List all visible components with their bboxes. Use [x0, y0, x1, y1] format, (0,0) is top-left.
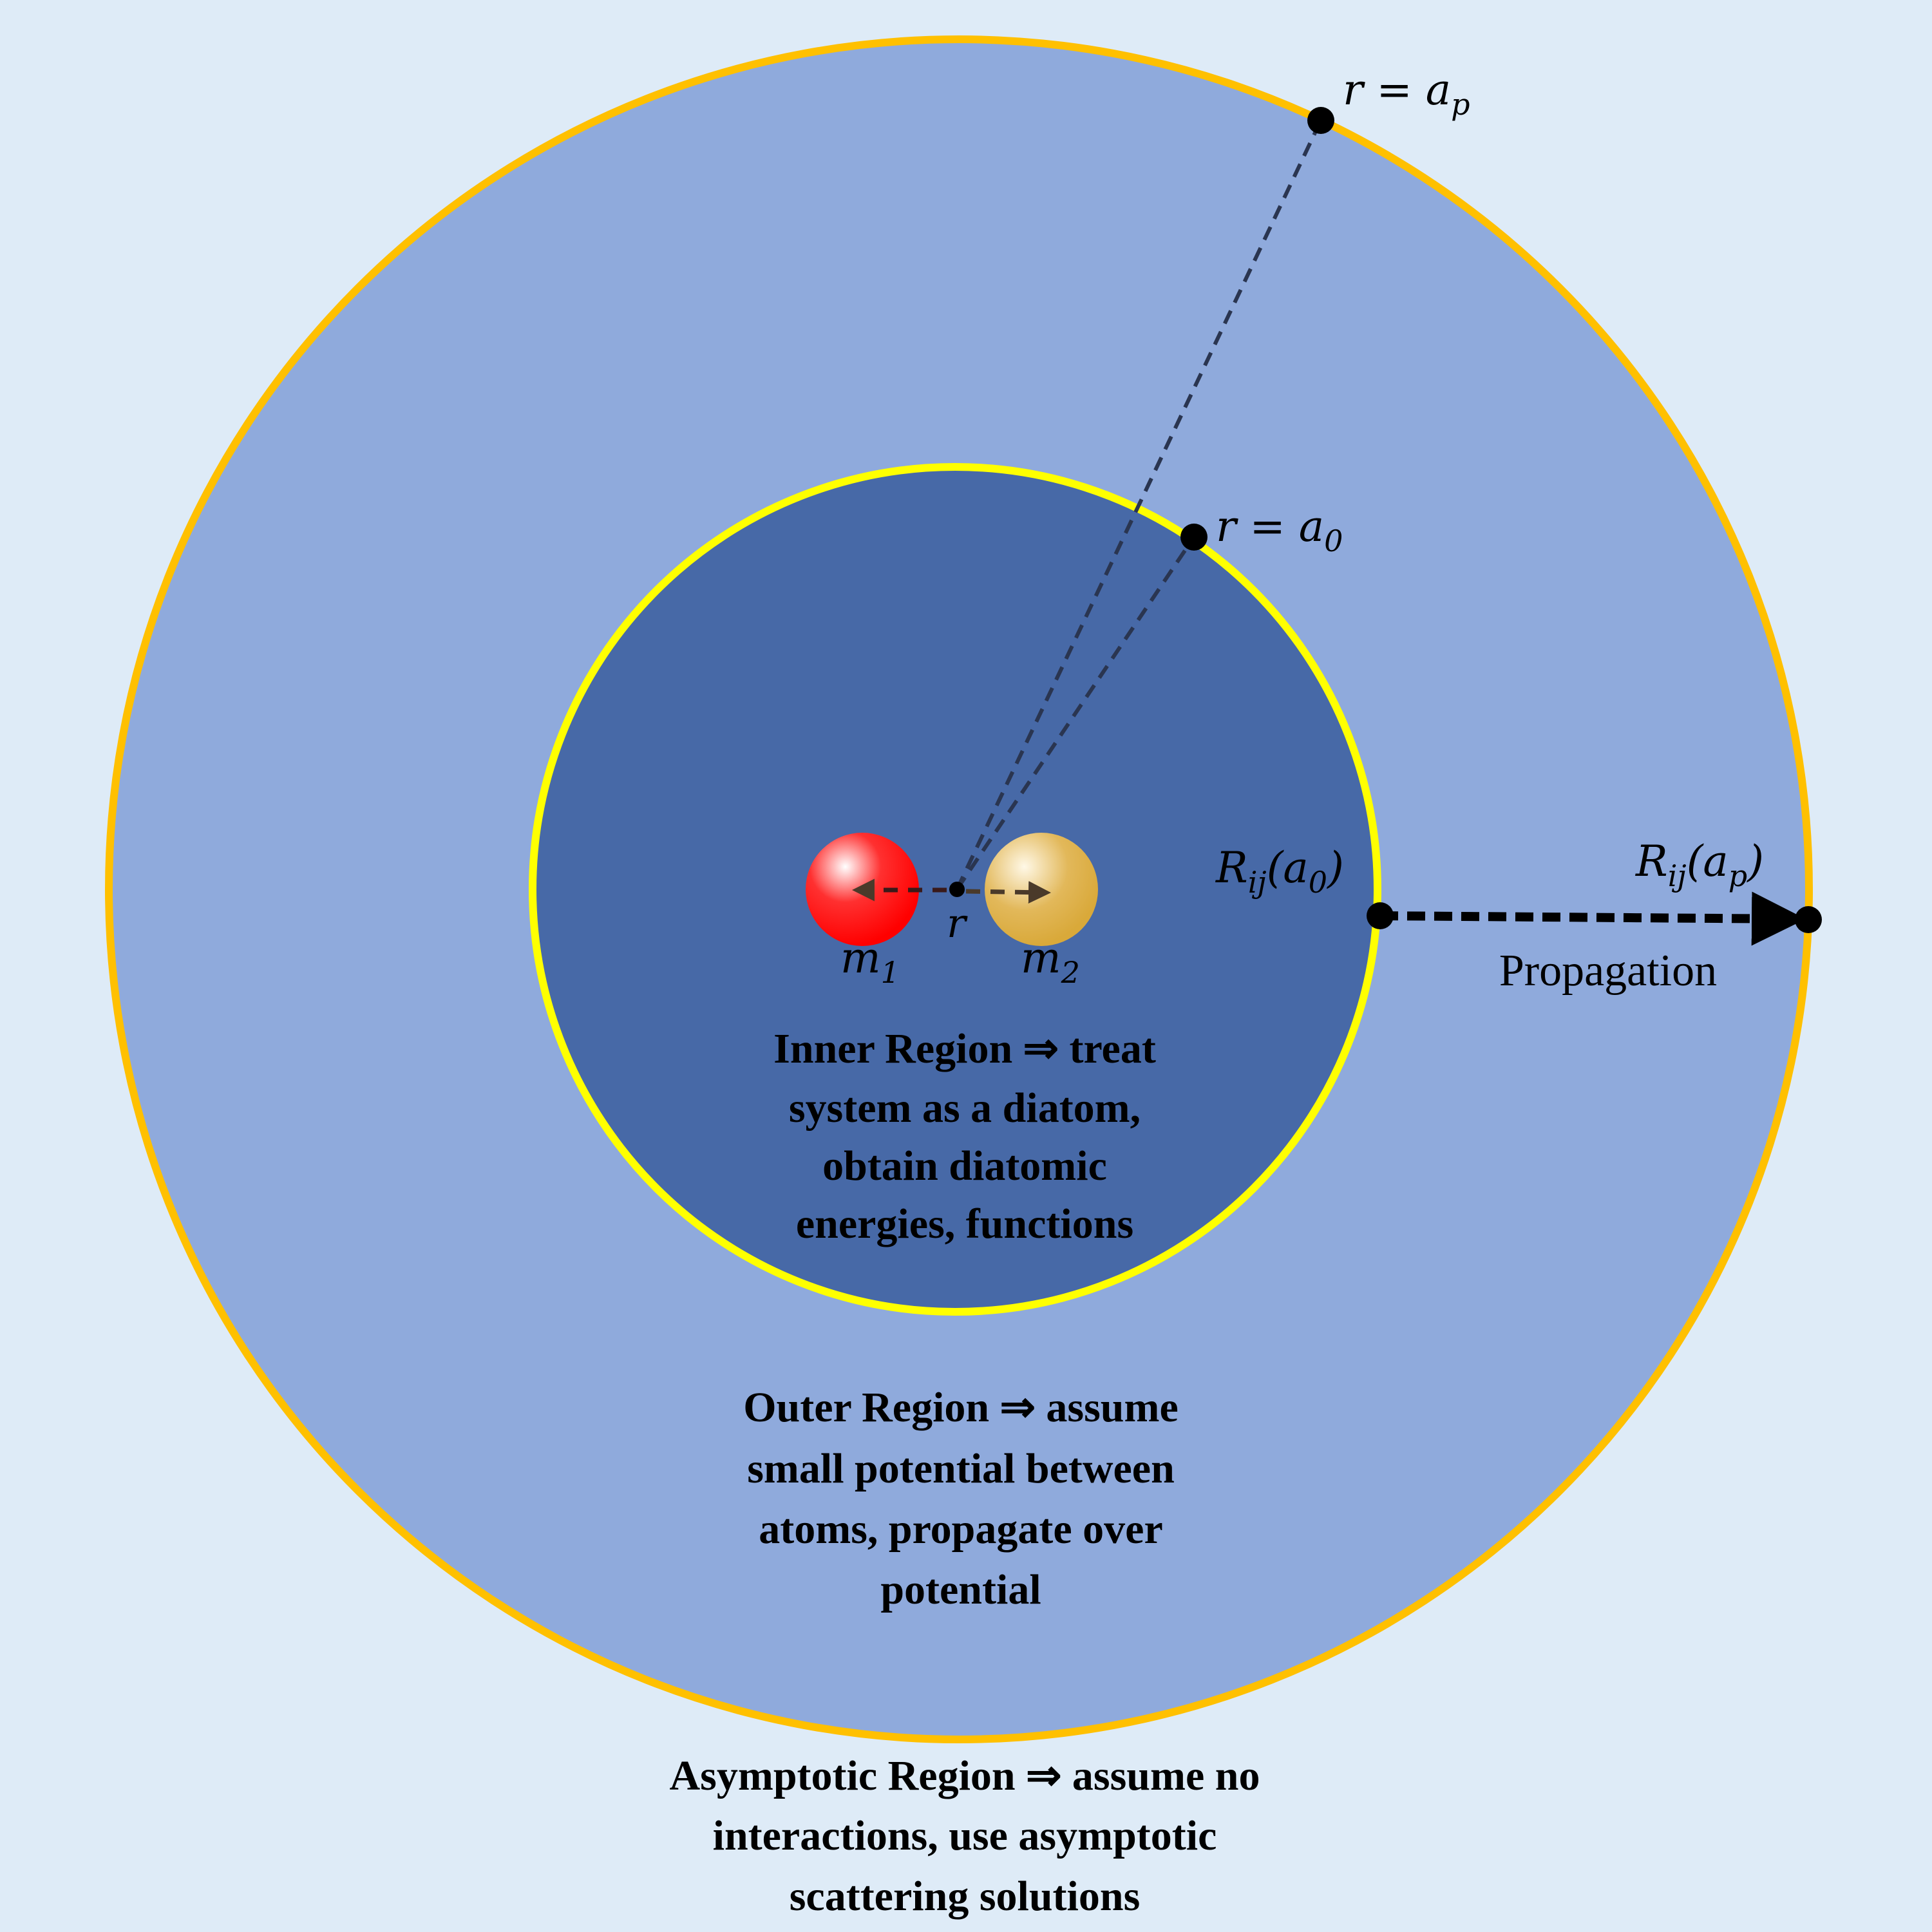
- point-R-ap: [1795, 906, 1822, 933]
- label-propagation: Propagation: [1499, 946, 1717, 996]
- center-point: [949, 882, 965, 897]
- radius-line-ap: [955, 119, 1323, 891]
- label-m1: m1: [840, 933, 900, 990]
- point-ap: [1307, 107, 1334, 134]
- inner-region-line: Inner Region ⇒ treat: [773, 1025, 1156, 1072]
- inner-region-line: system as a diatom,: [789, 1084, 1141, 1132]
- radius-line-a0: [955, 536, 1196, 891]
- label-r-equals-ap: r = ap: [1343, 65, 1470, 122]
- outer-region-line: small potential between: [747, 1445, 1175, 1492]
- asymptotic-region-line: Asymptotic Region ⇒ assume no: [670, 1752, 1260, 1799]
- label-R-ij-a0: Rij(a0): [1215, 843, 1344, 900]
- label-r-equals-a0: r = a0: [1216, 502, 1343, 558]
- outer-region-description: Outer Region ⇒ assume small potential be…: [743, 1384, 1179, 1613]
- outer-region-line: Outer Region ⇒ assume: [743, 1384, 1179, 1431]
- point-R-a0: [1367, 902, 1394, 929]
- outer-region-line: atoms, propagate over: [759, 1506, 1163, 1553]
- asymptotic-region-description: Asymptotic Region ⇒ assume no interactio…: [670, 1752, 1260, 1920]
- point-a0: [1180, 524, 1208, 551]
- label-r: r: [947, 900, 968, 947]
- inner-region-line: energies, functions: [796, 1200, 1133, 1247]
- outer-region-line: potential: [880, 1566, 1041, 1613]
- separation-arrow-right: [965, 881, 1051, 904]
- inner-region-description: Inner Region ⇒ treat system as a diatom,…: [773, 1025, 1156, 1247]
- asymptotic-region-line: interactions, use asymptotic: [713, 1812, 1217, 1859]
- mass-2-sphere: [985, 833, 1098, 946]
- inner-region-line: obtain diatomic: [822, 1142, 1107, 1189]
- asymptotic-region-line: scattering solutions: [790, 1873, 1141, 1920]
- propagation-arrow: [1379, 891, 1806, 946]
- label-R-ij-ap: Rij(ap): [1635, 837, 1764, 893]
- label-m2: m2: [1021, 933, 1080, 990]
